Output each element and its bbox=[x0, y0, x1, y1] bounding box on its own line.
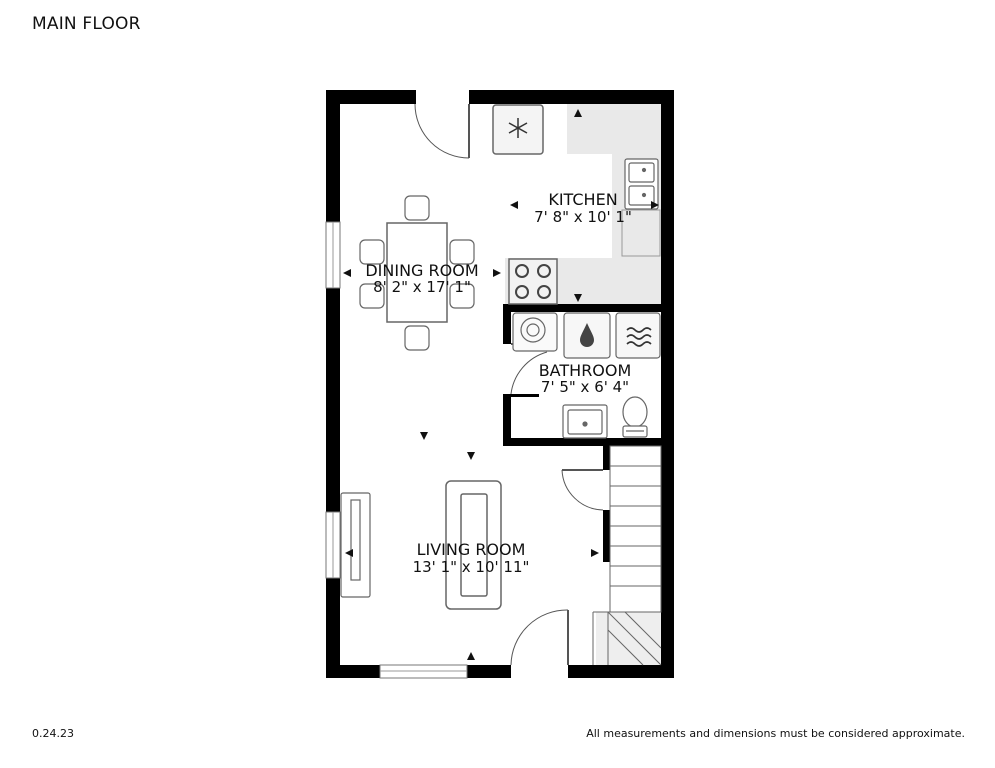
wave-icon bbox=[626, 327, 652, 347]
window-dining bbox=[325, 221, 341, 289]
dimension-arrows bbox=[343, 109, 659, 660]
living-room-dimensions: 13' 1" x 10' 11" bbox=[413, 558, 530, 576]
floor-title: MAIN FLOOR bbox=[32, 14, 141, 34]
door-stair bbox=[561, 469, 604, 511]
dining-room-label: DINING ROOM bbox=[365, 261, 478, 280]
sofa bbox=[445, 480, 502, 610]
kitchen-label: KITCHEN bbox=[548, 190, 617, 209]
stair-landing-floor bbox=[596, 612, 661, 665]
dining-table bbox=[386, 222, 448, 323]
snowflake-icon bbox=[508, 118, 528, 138]
door-top-entry bbox=[414, 103, 470, 159]
dining-room-dimensions: 8' 2" x 17' 1" bbox=[373, 278, 471, 296]
window-living-bottom bbox=[379, 664, 468, 679]
window-living-left bbox=[325, 511, 341, 579]
bathroom-dimensions: 7' 5" x 6' 4" bbox=[541, 378, 629, 396]
bathroom-sink bbox=[562, 404, 608, 439]
disclaimer-text: All measurements and dimensions must be … bbox=[586, 727, 965, 740]
kitchen-sink bbox=[624, 158, 659, 210]
toilet bbox=[622, 396, 648, 438]
kitchen-dimensions: 7' 8" x 10' 1" bbox=[534, 208, 632, 226]
stove bbox=[508, 258, 558, 305]
dishwasher bbox=[621, 209, 661, 257]
tv-console bbox=[340, 492, 371, 598]
stair-walls bbox=[603, 446, 610, 562]
version-label: 0.24.23 bbox=[32, 727, 74, 740]
door-front bbox=[510, 609, 569, 666]
bathroom-label: BATHROOM bbox=[539, 361, 632, 380]
dining-chairs bbox=[359, 195, 475, 351]
water-drop-icon bbox=[580, 323, 594, 347]
water-heater bbox=[512, 312, 558, 352]
dryer bbox=[615, 312, 661, 359]
bathroom-walls bbox=[503, 304, 674, 446]
staircase bbox=[592, 445, 662, 666]
living-room-label: LIVING ROOM bbox=[417, 540, 526, 559]
